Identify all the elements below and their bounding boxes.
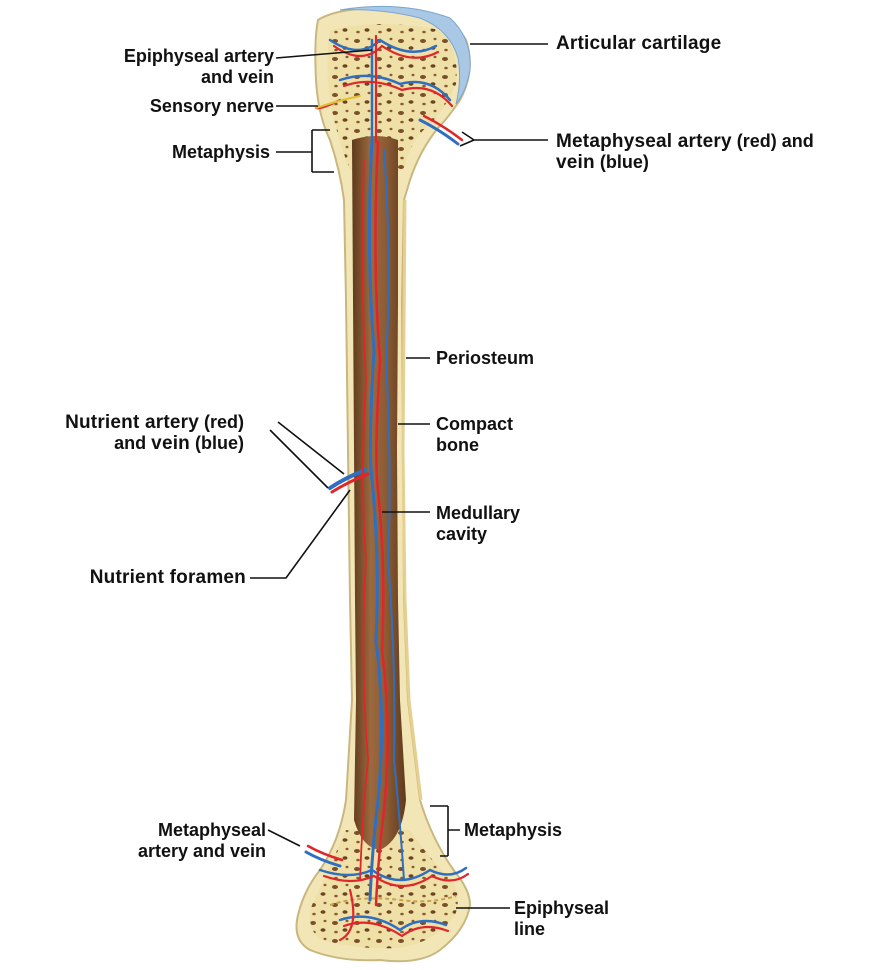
label-epiphyseal-line-line2: line	[514, 919, 609, 940]
label-metaphysis-bottom: Metaphysis	[464, 820, 562, 841]
label-nutrient-artery-bold1: Nutrient artery	[65, 412, 199, 433]
leader-metaphyseal-artery-bottom	[268, 830, 300, 846]
label-medullary-cavity-line1: Medullary	[436, 503, 520, 524]
label-epiphyseal-line-line1: Epiphyseal	[514, 898, 609, 919]
label-nutrient-artery: Nutrient artery (red) and vein (blue)	[65, 412, 244, 454]
label-metaphyseal-artery-bottom-line1: Metaphyseal	[138, 820, 266, 841]
label-compact-bone-line2: bone	[436, 435, 513, 456]
label-nutrient-foramen-text: Nutrient foramen	[90, 567, 246, 588]
label-periosteum: Periosteum	[436, 348, 534, 369]
label-nutrient-artery-bold2: vein	[151, 433, 190, 454]
label-metaphyseal-artery-top-bold2: vein	[556, 152, 595, 173]
label-metaphyseal-artery-bottom-line2: artery and vein	[138, 841, 266, 862]
label-nutrient-artery-plain1: (red)	[199, 412, 244, 432]
label-articular-cartilage: Articular cartilage	[556, 33, 721, 54]
label-nutrient-foramen: Nutrient foramen	[90, 567, 246, 588]
label-epiphyseal-line: Epiphyseal line	[514, 898, 609, 940]
label-compact-bone: Compact bone	[436, 414, 513, 456]
label-medullary-cavity-line2: cavity	[436, 524, 520, 545]
leader-metaphysis-top	[276, 130, 334, 172]
label-nutrient-artery-plain2: and	[114, 433, 151, 453]
label-epiphyseal-artery-line2: and vein	[124, 67, 274, 88]
label-epiphyseal-artery: Epiphyseal artery and vein	[124, 46, 274, 88]
label-compact-bone-line1: Compact	[436, 414, 513, 435]
leader-nutrient-artery	[270, 422, 344, 488]
label-metaphysis-top: Metaphysis	[172, 142, 270, 163]
label-medullary-cavity: Medullary cavity	[436, 503, 520, 545]
label-epiphyseal-artery-line1: Epiphyseal artery	[124, 46, 274, 67]
label-nutrient-artery-plain3: (blue)	[190, 433, 244, 453]
label-articular-cartilage-text: Articular cartilage	[556, 33, 721, 54]
leader-nutrient-foramen	[250, 490, 350, 578]
label-metaphyseal-artery-top-plain1: (red) and	[732, 131, 814, 151]
label-sensory-nerve: Sensory nerve	[150, 96, 274, 117]
label-metaphyseal-artery-bottom: Metaphyseal artery and vein	[138, 820, 266, 862]
leader-metaphyseal-artery-top	[460, 132, 548, 146]
label-metaphyseal-artery-top: Metaphyseal artery (red) and vein (blue)	[556, 131, 814, 173]
label-metaphyseal-artery-top-plain2: (blue)	[595, 152, 649, 172]
label-metaphyseal-artery-top-bold1: Metaphyseal artery	[556, 131, 732, 152]
